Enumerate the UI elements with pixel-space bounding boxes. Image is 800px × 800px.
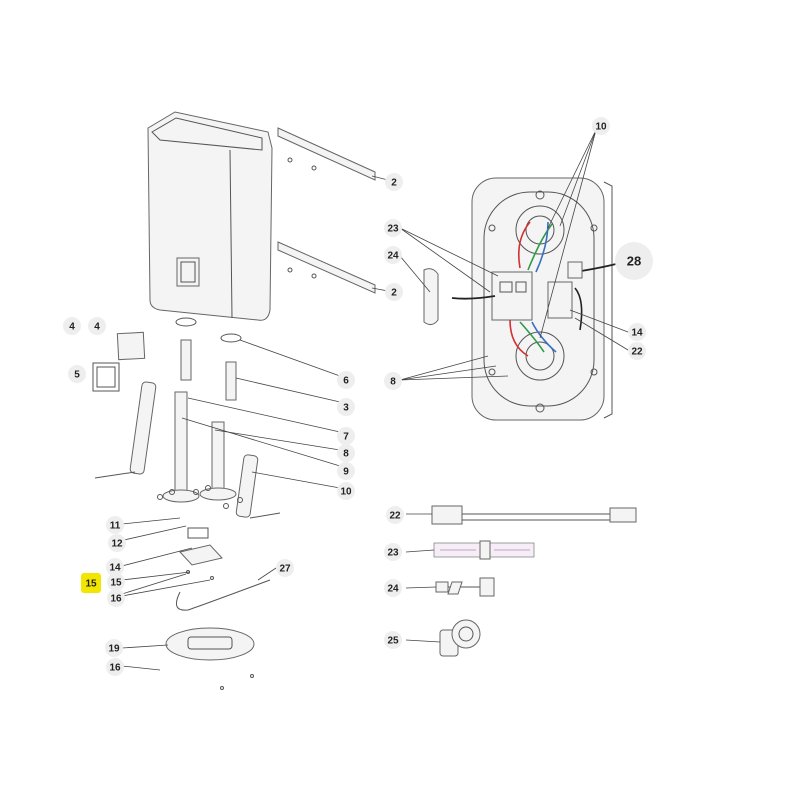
water-heater-tank	[147, 111, 273, 343]
heating-element-pipe-right	[199, 421, 237, 501]
cable-grommet	[423, 268, 439, 326]
svg-text:5: 5	[74, 370, 80, 381]
svg-text:16: 16	[109, 663, 121, 674]
svg-text:6: 6	[343, 376, 349, 387]
thermostat-board	[179, 527, 223, 580]
leader-lines	[121, 129, 629, 671]
callout-23-panel: 23	[384, 219, 402, 237]
svg-text:23: 23	[387, 224, 399, 235]
nuts-group	[157, 485, 243, 509]
base-cover	[165, 627, 255, 690]
callout-25: 25	[384, 631, 402, 649]
heating-element-pipe-left	[162, 391, 200, 503]
cover-gasket	[92, 362, 120, 392]
callout-22-panel: 22	[628, 342, 646, 360]
callout-2-lower: 2	[385, 283, 403, 301]
callout-8-panel: 8	[384, 372, 402, 390]
heater-coil-right	[235, 454, 281, 519]
svg-text:4: 4	[94, 322, 100, 333]
callout-22-part: 22	[386, 506, 404, 524]
callout-16-upper: 16	[107, 589, 125, 607]
svg-text:3: 3	[343, 403, 349, 414]
control-board	[491, 271, 573, 321]
callout-5: 5	[68, 365, 86, 383]
callout-4-right: 4	[88, 317, 106, 335]
cable-assembly	[175, 579, 271, 611]
cable-harness-part	[433, 540, 535, 560]
callout-2-upper: 2	[385, 173, 403, 191]
callout-24-panel: 24	[384, 246, 402, 264]
callout-7: 7	[337, 427, 355, 445]
svg-text:15: 15	[85, 579, 97, 590]
svg-text:9: 9	[343, 467, 349, 478]
svg-text:28: 28	[627, 254, 641, 269]
svg-text:24: 24	[387, 584, 399, 595]
callout-6: 6	[337, 371, 355, 389]
control-panel-housing	[471, 177, 613, 421]
wall-bracket-upper	[277, 127, 376, 181]
svg-text:10: 10	[595, 122, 607, 133]
anode-rod	[180, 339, 237, 401]
callout-12: 12	[108, 534, 126, 552]
svg-text:15: 15	[110, 578, 122, 589]
callout-8: 8	[337, 444, 355, 462]
wall-bracket-lower	[277, 241, 376, 294]
cover-plate	[116, 331, 146, 361]
callout-19: 19	[105, 639, 123, 657]
svg-text:27: 27	[279, 564, 291, 575]
svg-text:2: 2	[391, 178, 397, 189]
callout-27: 27	[276, 559, 294, 577]
callout-15-highlight: 15	[81, 573, 101, 593]
wiring-harness	[451, 221, 617, 357]
svg-text:14: 14	[631, 328, 643, 339]
callout-3: 3	[337, 398, 355, 416]
callout-4-left: 4	[63, 317, 81, 335]
svg-text:14: 14	[109, 563, 121, 574]
svg-text:8: 8	[343, 449, 349, 460]
callout-9: 9	[337, 462, 355, 480]
callout-10-right: 10	[592, 117, 610, 135]
callout-15: 15	[107, 573, 125, 591]
thermal-sensor-part	[435, 577, 495, 597]
svg-text:22: 22	[631, 347, 643, 358]
callout-11: 11	[106, 516, 124, 534]
callout-23-part: 23	[384, 543, 402, 561]
svg-text:23: 23	[387, 548, 399, 559]
callout-14-left: 14	[106, 558, 124, 576]
heater-coil-left	[94, 381, 157, 479]
callout-16-lower: 16	[106, 658, 124, 676]
svg-text:7: 7	[343, 432, 349, 443]
callout-24-part: 24	[384, 579, 402, 597]
callout-10-left: 10	[337, 482, 355, 500]
svg-text:10: 10	[340, 487, 352, 498]
svg-text:24: 24	[387, 251, 399, 262]
callout-14-panel: 14	[628, 323, 646, 341]
power-cable-part	[431, 505, 637, 525]
callout-28: 28	[615, 242, 653, 280]
power-connector	[567, 261, 583, 279]
svg-text:8: 8	[390, 377, 396, 388]
svg-text:2: 2	[391, 288, 397, 299]
dielectric-fitting-part	[439, 619, 481, 657]
svg-text:12: 12	[111, 539, 123, 550]
svg-text:16: 16	[110, 594, 122, 605]
element-flange-lower	[515, 331, 565, 381]
svg-text:11: 11	[110, 521, 121, 532]
svg-text:19: 19	[108, 644, 120, 655]
svg-text:4: 4	[69, 322, 75, 333]
svg-text:25: 25	[387, 636, 399, 647]
svg-text:22: 22	[389, 511, 401, 522]
